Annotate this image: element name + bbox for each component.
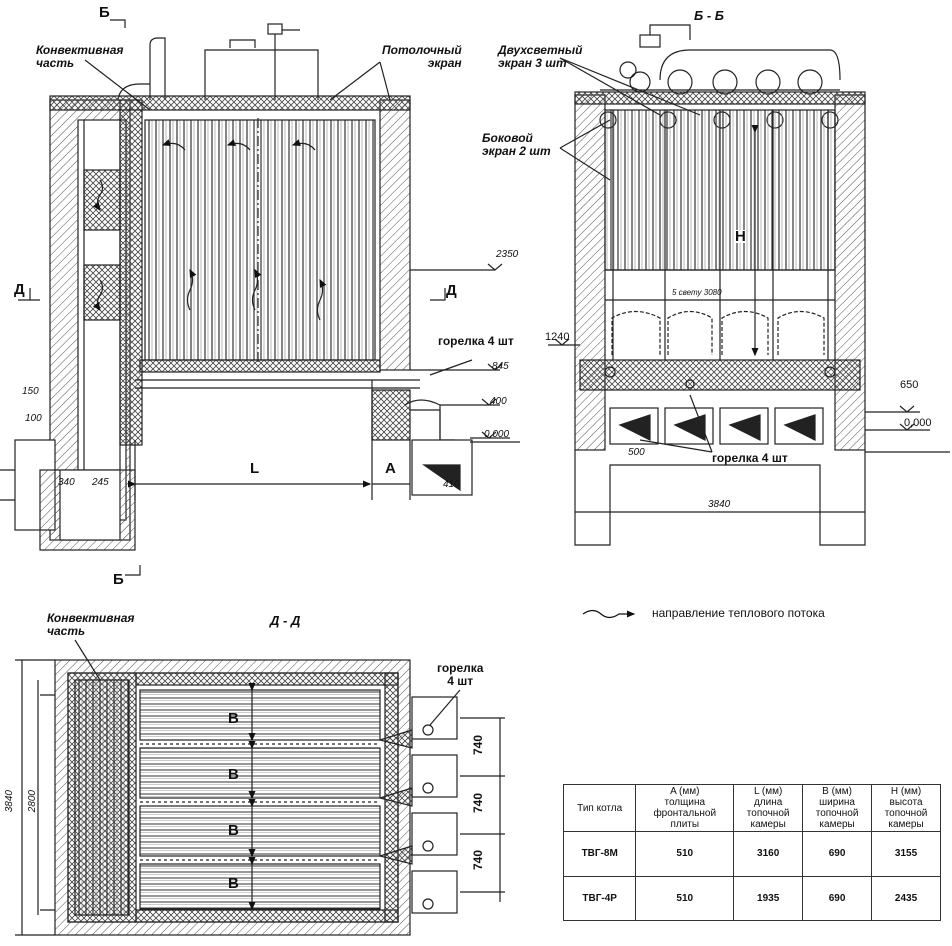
burner-plan-label: горелка 4 шт (437, 661, 484, 688)
dim-B-1: B (228, 710, 239, 727)
section-mark-d-left: Д (14, 281, 25, 298)
dim-clear-width: 5 свету 3080 (672, 288, 722, 297)
table-row: ТВГ-4Р 510 1935 690 2435 (562, 875, 941, 921)
level-650: 650 (900, 379, 919, 391)
table-cell: ТВГ-4Р (562, 875, 637, 921)
dim-740-1: 740 (471, 735, 485, 756)
side-screen-label: Боковой экран 2 шт (482, 131, 551, 158)
level-1240: 1240 (545, 331, 570, 343)
level-845: 845 (492, 361, 509, 372)
table-header: B (мм) ширина топочной камеры (802, 784, 873, 832)
section-bb (548, 24, 950, 546)
table-header: H (мм) высота топочной камеры (871, 784, 941, 832)
burner-section-label: горелка 4 шт (712, 451, 788, 465)
convective-part-plan-label: Конвективная часть (47, 611, 135, 638)
dim-740-2: 740 (471, 793, 485, 814)
level-2350: 2350 (496, 249, 519, 260)
table-cell: 1935 (733, 875, 804, 921)
dim-B-2: B (228, 766, 239, 783)
dim-L: L (250, 460, 260, 477)
heat-flow-legend: направление теплового потока (652, 606, 825, 620)
heat-flow-arrow-icon (582, 609, 636, 619)
level-400: 400 (490, 396, 507, 407)
table-cell: 690 (802, 875, 873, 921)
dim-500: 500 (628, 447, 645, 458)
level-0-front: 0,000 (484, 429, 510, 440)
table-header: A (мм) толщина фронтальной плиты (635, 784, 735, 832)
section-mark-b-bottom: Б (113, 571, 124, 588)
dim-A: A (385, 460, 396, 477)
dim-410: 410 (443, 479, 460, 490)
dim-245: 245 (92, 477, 109, 488)
dim-150: 150 (22, 386, 39, 397)
section-mark-d-right: Д (446, 282, 457, 299)
dim-B-4: B (228, 875, 239, 892)
table-row: ТВГ-8М 510 3160 690 3155 (562, 831, 941, 877)
boiler-spec-table: Тип котла A (мм) толщина фронтальной пли… (562, 784, 941, 921)
dim-2800-plan: 2800 (27, 790, 38, 813)
table-cell: 3155 (871, 831, 941, 877)
table-cell: 510 (635, 875, 735, 921)
burner-front-label: горелка 4 шт (438, 334, 514, 348)
dim-340: 340 (58, 477, 75, 488)
table-cell: 3160 (733, 831, 804, 877)
table-cell: 2435 (871, 875, 941, 921)
section-bb-title: Б - Б (694, 8, 724, 23)
dim-3840-plan: 3840 (4, 790, 15, 813)
table-header-row: Тип котла A (мм) толщина фронтальной пли… (562, 784, 941, 832)
table-cell: ТВГ-8М (562, 831, 637, 877)
dim-B-3: B (228, 822, 239, 839)
section-mark-b-top: Б (99, 4, 110, 21)
convective-part-label: Конвективная часть (36, 43, 124, 70)
table-header: Тип котла (562, 784, 637, 832)
plan-dd (15, 639, 505, 936)
dim-740-3: 740 (471, 850, 485, 871)
section-dd-title: Д - Д (270, 613, 301, 628)
table-header: L (мм) длина топочной камеры (733, 784, 804, 832)
ceiling-screen-label: Потолочный экран (382, 43, 462, 70)
front-view (0, 19, 520, 576)
double-light-screen-label: Двухсветный экран 3 шт (498, 43, 583, 70)
level-0-section: 0,000 (904, 417, 932, 429)
dim-3840-section: 3840 (708, 499, 731, 510)
table-cell: 510 (635, 831, 735, 877)
table-cell: 690 (802, 831, 873, 877)
dim-100: 100 (25, 413, 42, 424)
dim-H: H (735, 228, 746, 245)
